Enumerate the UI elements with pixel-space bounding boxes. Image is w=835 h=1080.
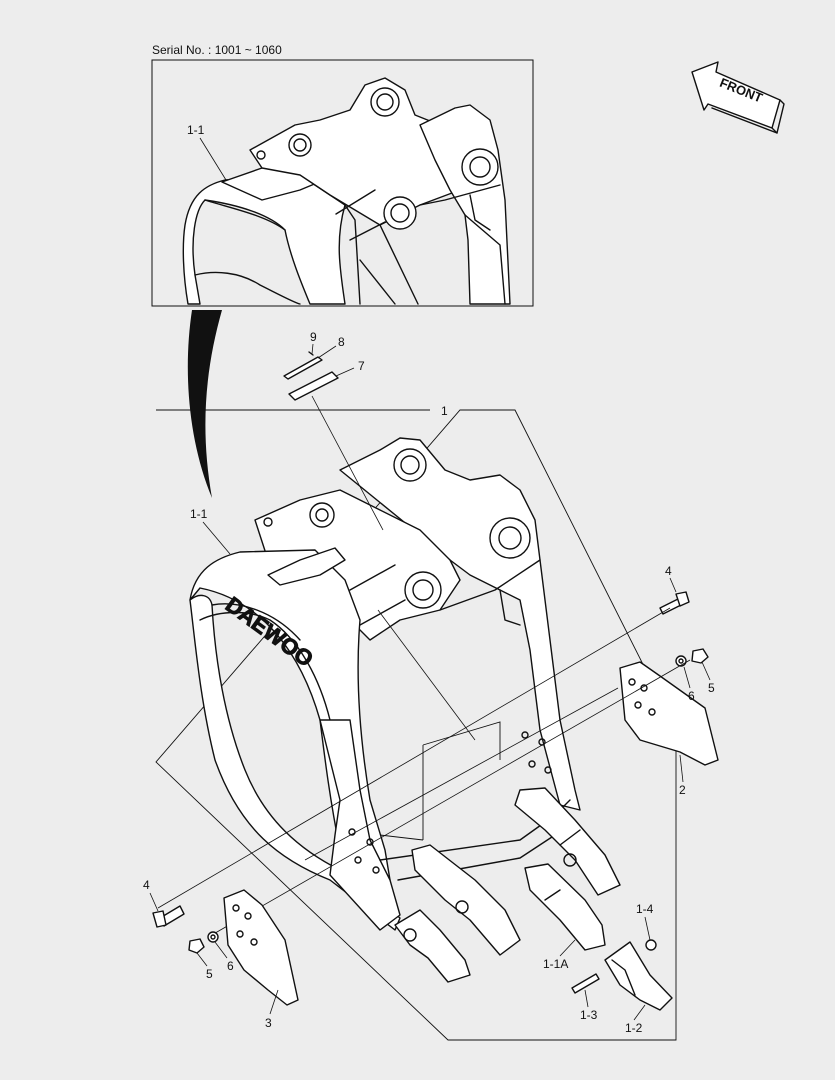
callout-3: 3 — [265, 1016, 272, 1030]
callout-8: 8 — [338, 335, 345, 349]
callout-6-right: 6 — [688, 689, 695, 703]
tooth-1-2 — [604, 939, 673, 1011]
callout-1-4: 1-4 — [636, 902, 654, 916]
bucket-teeth — [394, 787, 621, 983]
callout-1-2: 1-2 — [625, 1021, 643, 1035]
inset-detail-box — [151, 59, 534, 307]
callout-5-right: 5 — [708, 681, 715, 695]
pin-1-3 — [571, 973, 600, 994]
callout-4-right: 4 — [665, 564, 672, 578]
callout-1: 1 — [441, 404, 448, 418]
callout-1-3: 1-3 — [580, 1008, 598, 1022]
callout-4-left: 4 — [143, 878, 150, 892]
inset-callout-1-1: 1-1 — [187, 123, 205, 137]
callout-1-1a: 1-1A — [543, 957, 568, 971]
callout-2: 2 — [679, 783, 686, 797]
callout-7: 7 — [358, 359, 365, 373]
callout-9: 9 — [310, 330, 317, 344]
front-arrow: FRONT — [691, 61, 785, 134]
hardware-left — [152, 905, 219, 954]
callout-5-left: 5 — [206, 967, 213, 981]
main-callout-1-1: 1-1 — [190, 507, 208, 521]
bucket-assembly: DAEWOO — [189, 437, 581, 931]
callout-6-left: 6 — [227, 959, 234, 973]
hardware-right — [659, 591, 709, 667]
serial-number-text: Serial No. : 1001 ~ 1060 — [152, 43, 282, 57]
pin-parts — [283, 351, 339, 401]
side-cutter-right — [619, 661, 719, 766]
side-cutter-left — [223, 889, 299, 1006]
detail-connector — [187, 310, 222, 498]
